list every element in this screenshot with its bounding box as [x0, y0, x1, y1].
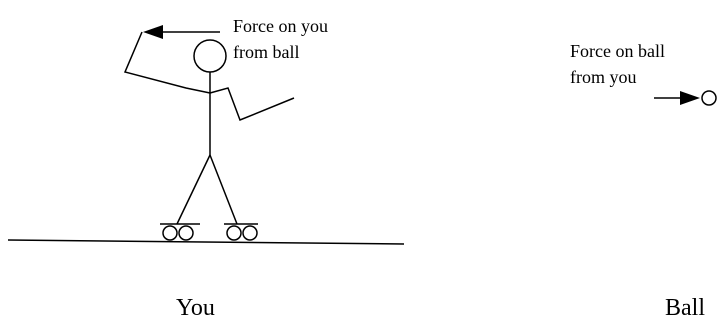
figure-lower-arm: [209, 87, 295, 121]
right-skate-wheel: [242, 225, 258, 241]
figure-right-leg: [209, 154, 238, 225]
force-on-ball-label-line2: from you: [570, 67, 637, 87]
force-on-ball-label-line1: Force on ball: [570, 41, 665, 61]
figure-head: [193, 39, 227, 73]
force-on-you-label-line2: from ball: [233, 42, 300, 62]
ball-caption: Ball: [665, 295, 705, 321]
ground-line: [7, 239, 405, 245]
left-skate-wheel: [162, 225, 178, 241]
stick-figure: [123, 31, 295, 225]
arrow-right-icon: [654, 91, 700, 105]
ball-circle: [701, 90, 717, 106]
roller-skates: [160, 223, 258, 241]
figure-left-leg: [176, 154, 211, 225]
you-caption: You: [176, 295, 215, 321]
figure-raised-arm: [123, 31, 211, 94]
left-skate-wheel: [178, 225, 194, 241]
force-on-you-label-line1: Force on you: [233, 16, 328, 36]
right-skate-wheel: [226, 225, 242, 241]
arrow-left-icon: [143, 25, 220, 39]
